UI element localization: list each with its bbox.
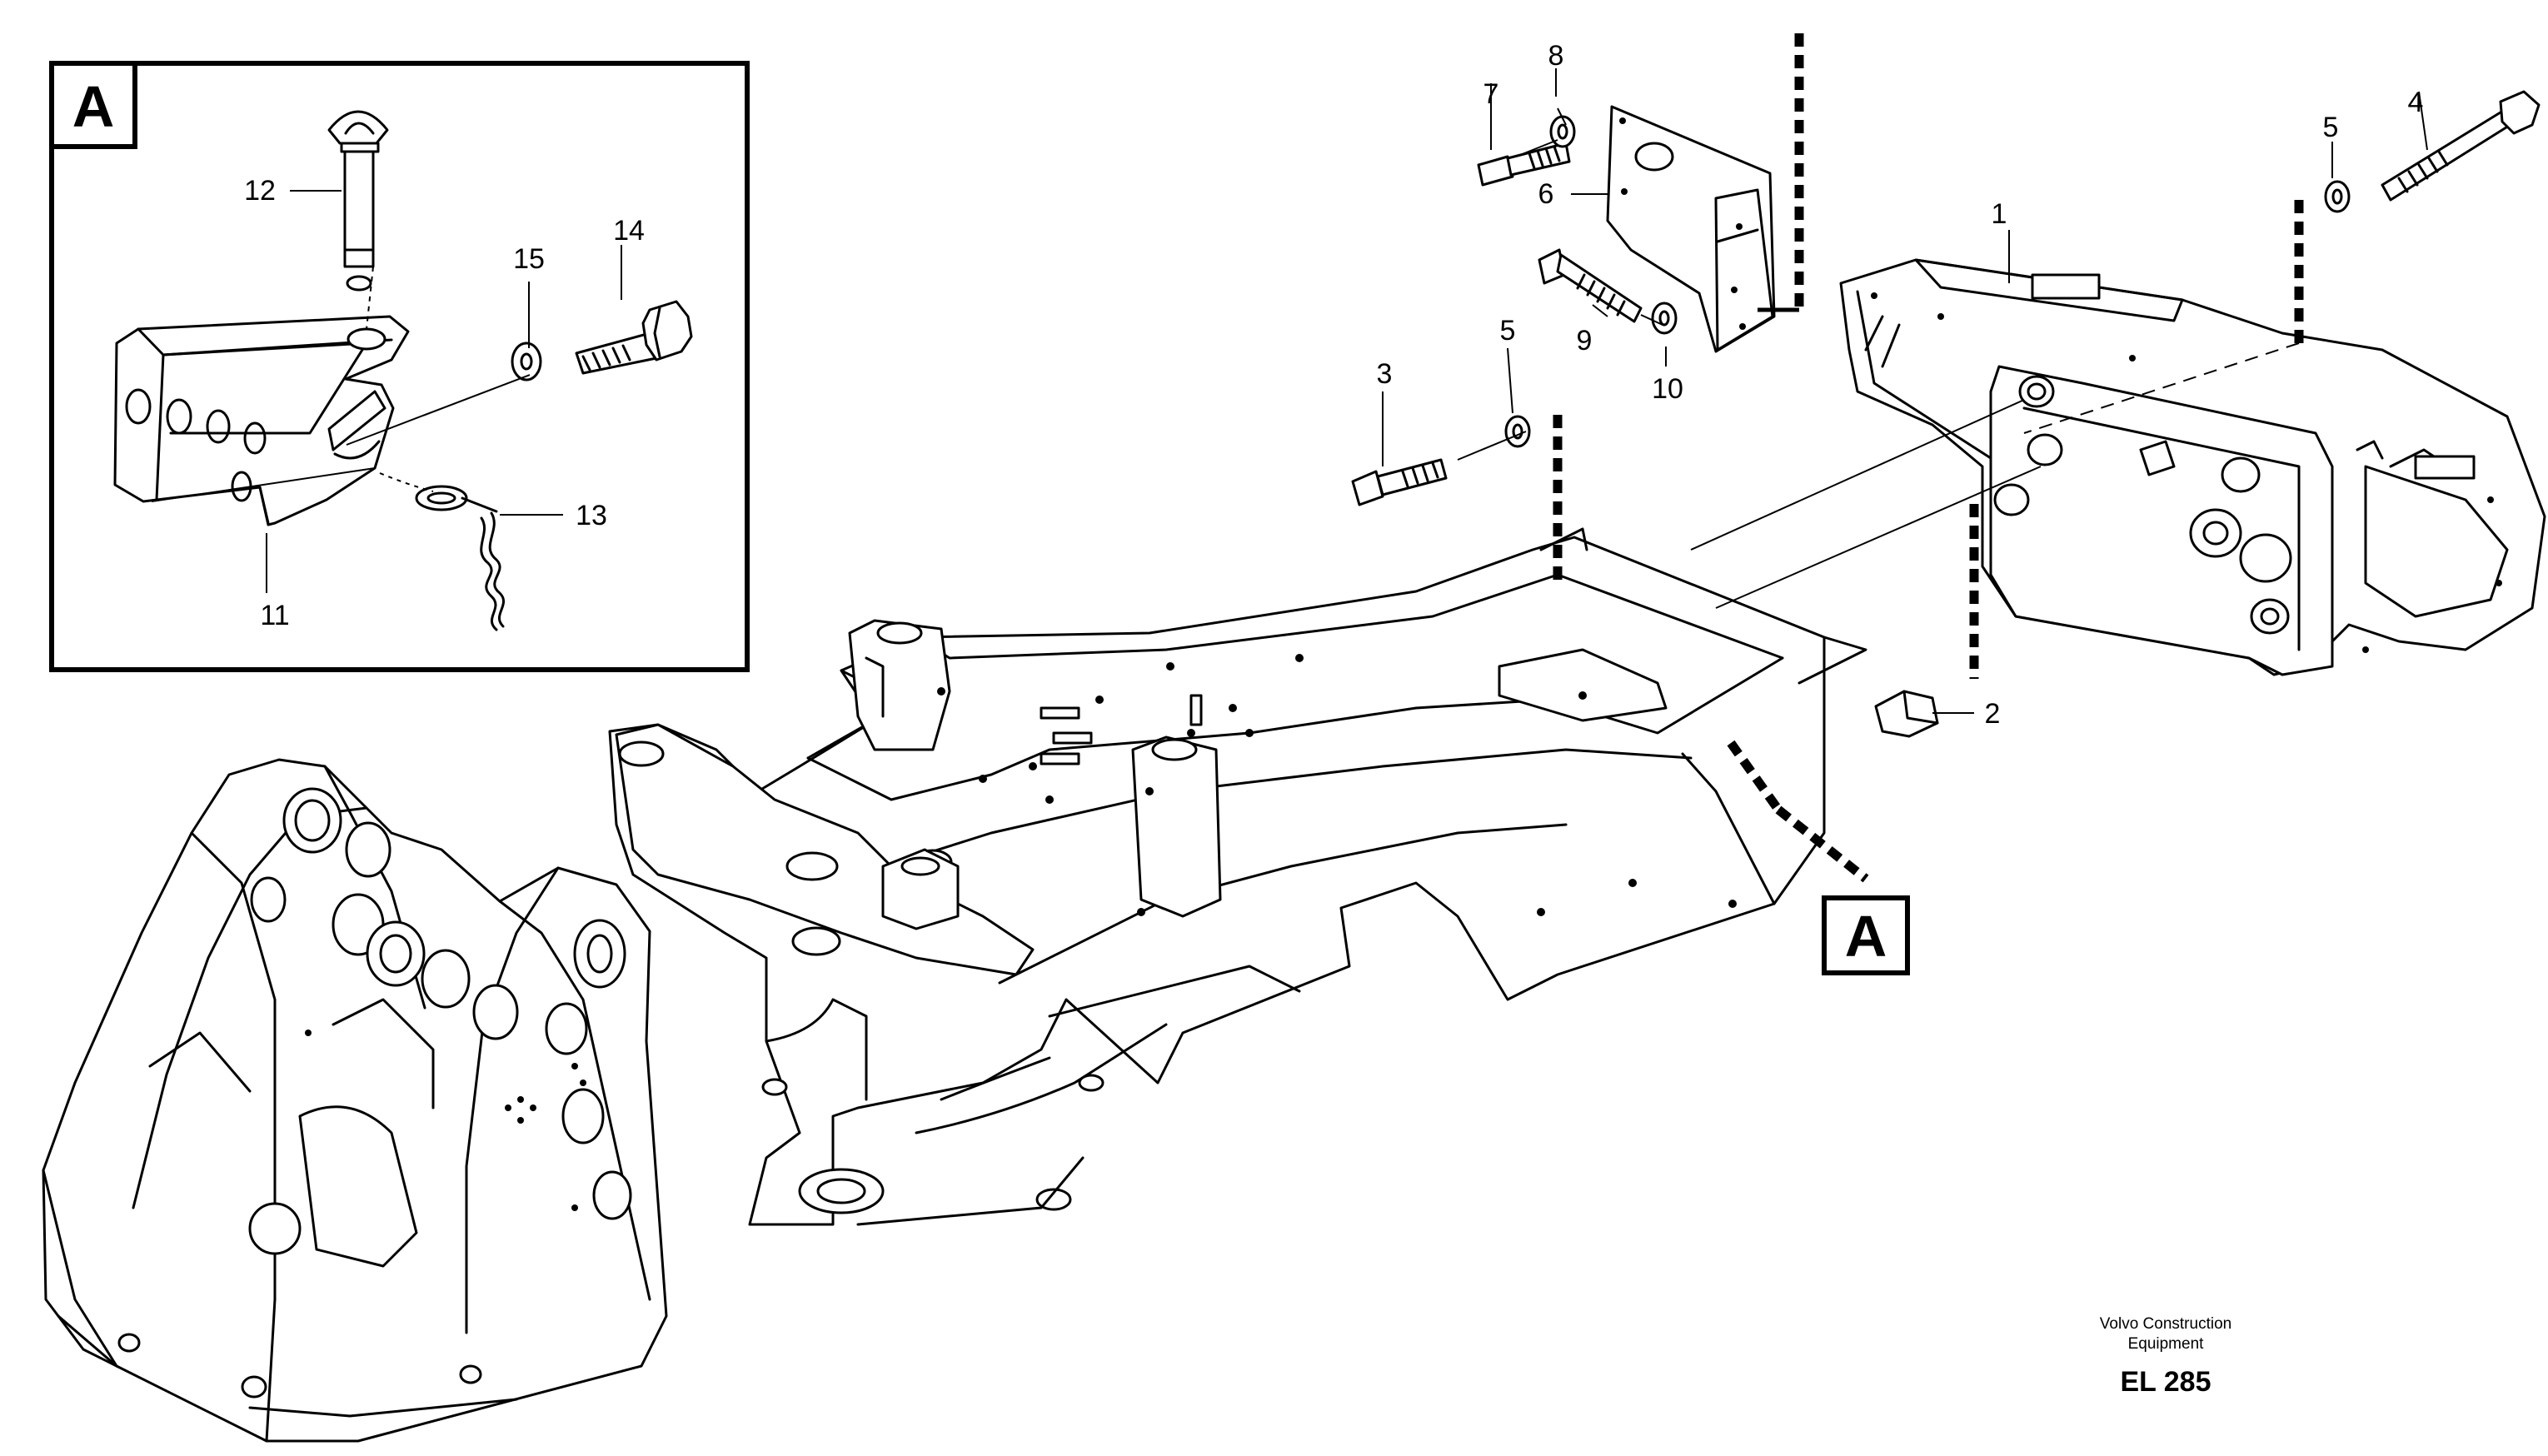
- callout-1: 1: [1992, 198, 2007, 230]
- callout-15: 15: [513, 243, 545, 275]
- rear-frame: [608, 527, 1867, 1226]
- callout-11: 11: [260, 600, 289, 631]
- plug-2: [1874, 690, 1939, 738]
- diagram-code: EL 285: [2120, 1366, 2211, 1398]
- detail-view-label: A: [72, 74, 115, 139]
- callout-8: 8: [1548, 40, 1564, 72]
- callout-4: 4: [2408, 87, 2424, 118]
- bolt-14: [575, 300, 693, 375]
- callout-5: 5: [2323, 112, 2339, 143]
- assembly-lines: [1457, 33, 2304, 883]
- reference-marker-a: A: [1822, 895, 1910, 975]
- callout-labels: 12 15 14 13 11 8 7 6 9 10 3 5 1 5 4 2: [244, 40, 2423, 730]
- front-frame: [42, 758, 668, 1443]
- bolt-4: [2381, 90, 2541, 202]
- washer-10: [1651, 302, 1678, 335]
- footer: Volvo Construction Equipment EL 285: [2032, 1314, 2299, 1399]
- washer-5-right: [2324, 180, 2351, 213]
- callout-14: 14: [613, 215, 645, 247]
- callout-3: 3: [1377, 358, 1393, 390]
- callout-5: 5: [1500, 315, 1516, 347]
- callout-13: 13: [576, 500, 607, 531]
- washer-15: [511, 342, 542, 381]
- lock-pin-12: [327, 110, 389, 292]
- bolt-9: [1538, 248, 1643, 323]
- callout-9: 9: [1577, 325, 1593, 357]
- washer-5-left: [1504, 415, 1531, 448]
- bolt-7: [1477, 142, 1571, 187]
- callout-10: 10: [1652, 373, 1683, 405]
- callout-2: 2: [1985, 698, 2001, 730]
- callout-leaders: [266, 68, 2428, 714]
- bolt-3: [1351, 458, 1448, 506]
- callout-7: 7: [1483, 78, 1499, 110]
- company-name-line1: Volvo Construction: [2099, 1315, 2232, 1333]
- callout-6: 6: [1538, 178, 1554, 210]
- callout-12: 12: [244, 175, 276, 207]
- detail-view-a: A: [49, 61, 750, 672]
- reference-marker-label: A: [1845, 904, 1887, 969]
- company-name-line2: Equipment: [2127, 1335, 2204, 1353]
- counterweight-1: [1839, 258, 2546, 676]
- washer-8: [1549, 115, 1576, 148]
- lock-pin-13: [415, 485, 506, 631]
